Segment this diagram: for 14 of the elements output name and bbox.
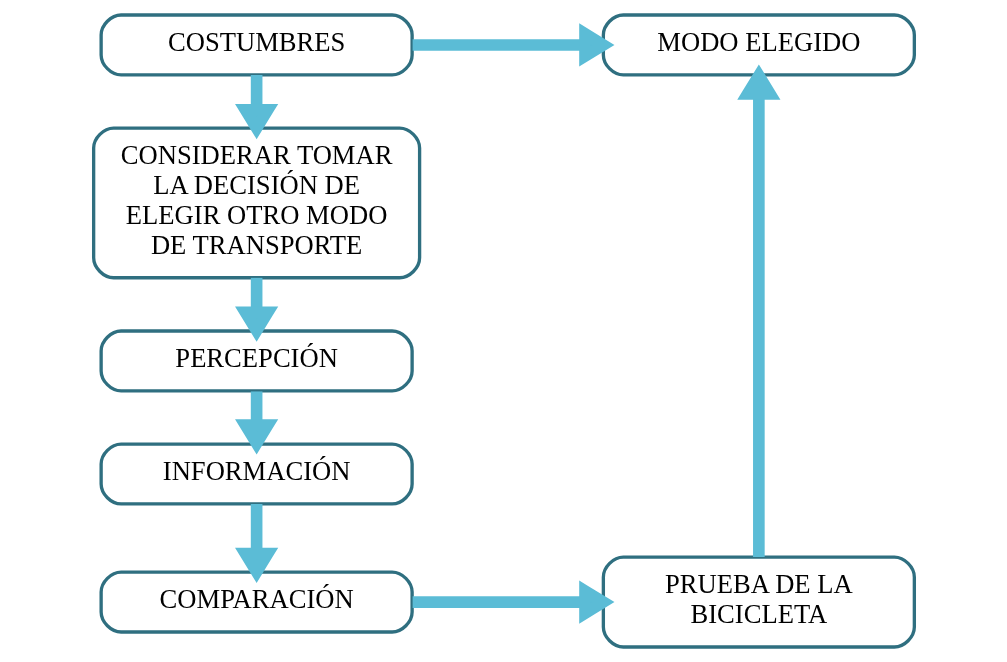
node-box: PERCEPCIÓN [98, 329, 414, 393]
arrow [234, 277, 278, 342]
arrow [736, 64, 780, 558]
node-box: CONSIDERAR TOMAR LA DECISIÓN DE ELEGIR OTRO MODO DE TRANSPORTE [91, 126, 421, 280]
arrow [234, 75, 278, 140]
arrow [412, 23, 614, 67]
node-box: COSTUMBRES [98, 13, 414, 77]
arrow [234, 391, 278, 455]
arrow [412, 580, 614, 624]
arrow [234, 504, 278, 583]
node-box: INFORMACIÓN [98, 442, 414, 506]
node-box: MODO ELEGIDO [601, 13, 916, 77]
node-box: COMPARACIÓN [98, 570, 414, 634]
node-box: PRUEBA DE LA BICICLETA [601, 555, 916, 649]
